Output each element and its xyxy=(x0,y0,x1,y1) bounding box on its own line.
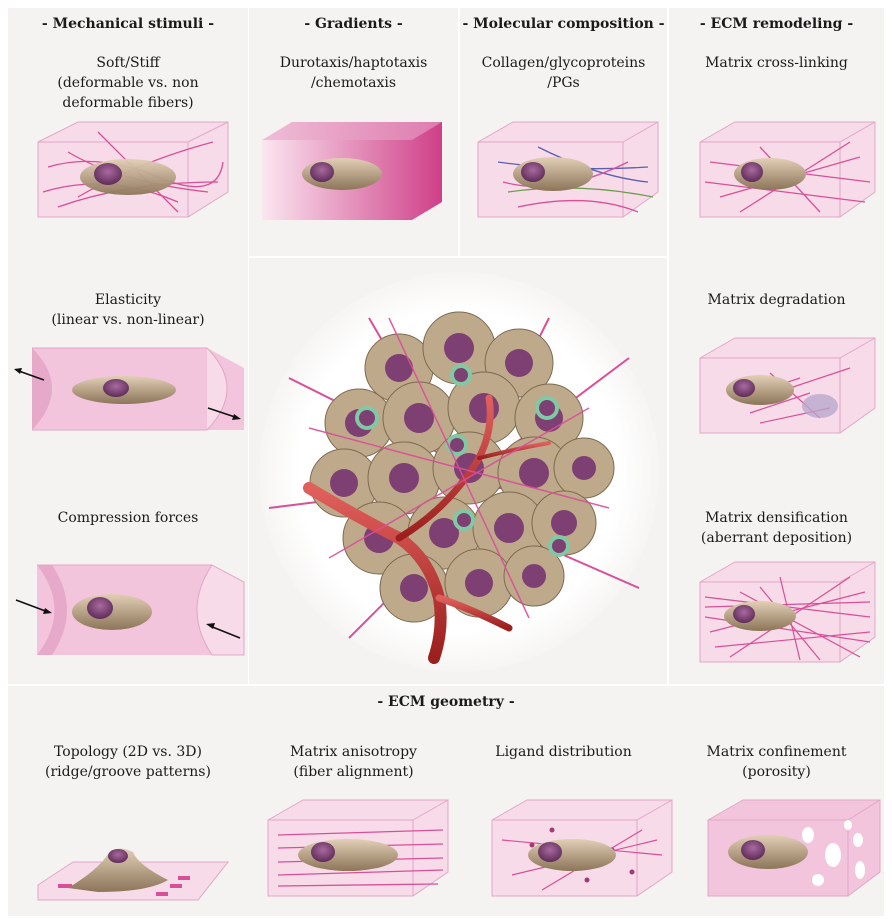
elasticity-illustration xyxy=(12,338,244,438)
degradation-box-illustration xyxy=(700,338,875,438)
soft-stiff-box-illustration xyxy=(38,122,228,222)
label-elasticity: Elasticity(linear vs. non-linear) xyxy=(8,290,248,330)
header-gradients: - Gradients - xyxy=(249,16,458,32)
label-compression: Compression forces xyxy=(8,508,248,528)
anisotropy-box-illustration xyxy=(268,800,448,898)
tumor-spheroid-illustration xyxy=(249,258,667,684)
label-crosslinking: Matrix cross-linking xyxy=(669,53,884,73)
header-mechanical-stimuli: - Mechanical stimuli - xyxy=(8,16,248,32)
compression-illustration xyxy=(12,560,244,660)
header-molecular-composition: - Molecular composition - xyxy=(460,16,667,32)
collagen-box-illustration xyxy=(478,122,658,222)
ligand-box-illustration xyxy=(492,800,672,898)
confinement-box-illustration xyxy=(708,800,880,898)
header-ecm-geometry: - ECM geometry - xyxy=(8,694,884,710)
label-durotaxis: Durotaxis/haptotaxis/chemotaxis xyxy=(249,53,458,93)
label-degradation: Matrix degradation xyxy=(669,290,884,310)
label-ligand: Ligand distribution xyxy=(460,742,667,762)
label-topology: Topology (2D vs. 3D)(ridge/groove patter… xyxy=(8,742,248,782)
label-collagen: Collagen/glycoproteins/PGs xyxy=(460,53,667,93)
label-densification: Matrix densification(aberrant deposition… xyxy=(669,508,884,548)
label-confinement: Matrix confinement(porosity) xyxy=(669,742,884,782)
header-ecm-remodeling: - ECM remodeling - xyxy=(669,16,884,32)
gradient-box-illustration xyxy=(262,122,442,222)
topology-illustration xyxy=(38,840,228,908)
crosslinking-box-illustration xyxy=(700,122,875,222)
label-anisotropy: Matrix anisotropy(fiber alignment) xyxy=(249,742,458,782)
densification-box-illustration xyxy=(700,562,875,667)
